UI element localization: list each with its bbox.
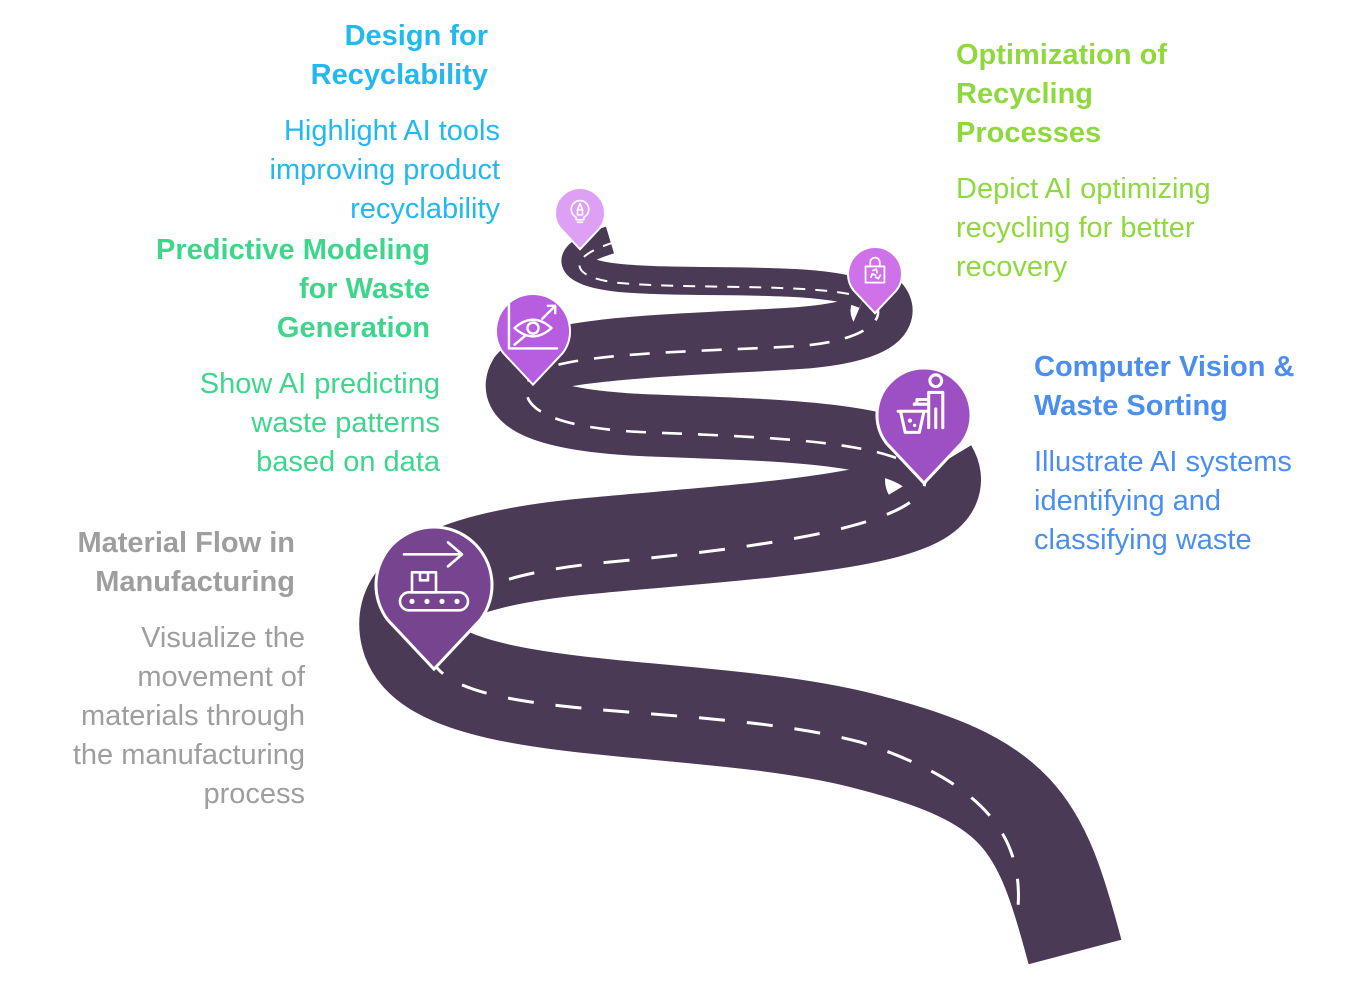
stage-optimization-recycling: Optimization of Recycling Processes Depi… — [956, 36, 1286, 287]
pin-material — [374, 525, 494, 672]
eye-chart-icon — [507, 302, 559, 350]
conveyor-belt-icon — [398, 541, 470, 612]
stage-title: Computer Vision & Waste Sorting — [1034, 351, 1295, 422]
person-trash-bin-icon — [896, 373, 945, 434]
stage-description: Show AI predicting waste patterns based … — [199, 368, 440, 478]
stage-title: Material Flow in Manufacturing — [77, 527, 295, 598]
pin-marker — [495, 293, 571, 387]
road-segment-3 — [561, 226, 871, 309]
lightbulb-pencil-icon — [570, 199, 590, 224]
road-segment-1 — [359, 445, 1122, 965]
stage-description: Visualize the movement of materials thro… — [72, 622, 305, 810]
road-lane-1 — [427, 477, 1020, 953]
stage-description: Illustrate AI systems identifying and cl… — [1034, 446, 1292, 556]
stage-predictive-modeling: Predictive Modeling for Waste Generation… — [110, 231, 440, 482]
pin-optim — [847, 246, 903, 315]
stage-design-recyclability: Design for Recyclability Highlight AI to… — [200, 17, 501, 229]
stage-title: Optimization of Recycling Processes — [956, 39, 1168, 149]
stage-title: Predictive Modeling for Waste Generation — [156, 234, 430, 344]
pin-marker — [554, 187, 606, 251]
road-segment-2 — [486, 266, 955, 492]
stage-title: Design for Recyclability — [310, 20, 488, 91]
pin-marker — [847, 246, 903, 315]
pins — [374, 187, 973, 672]
pin-predict — [495, 293, 571, 387]
pin-marker — [875, 366, 973, 486]
road-lane-3 — [578, 242, 871, 301]
stage-computer-vision: Computer Vision & Waste Sorting Illustra… — [1034, 348, 1344, 560]
pin-marker — [374, 525, 494, 672]
stage-description: Highlight AI tools improving product rec… — [269, 115, 501, 225]
stage-description: Depict AI optimizing recycling for bette… — [956, 173, 1211, 283]
pin-design — [554, 187, 606, 251]
pin-vision — [875, 366, 973, 486]
recycle-bag-icon — [864, 256, 886, 284]
stage-material-flow: Material Flow in Manufacturing Visualize… — [20, 524, 305, 814]
